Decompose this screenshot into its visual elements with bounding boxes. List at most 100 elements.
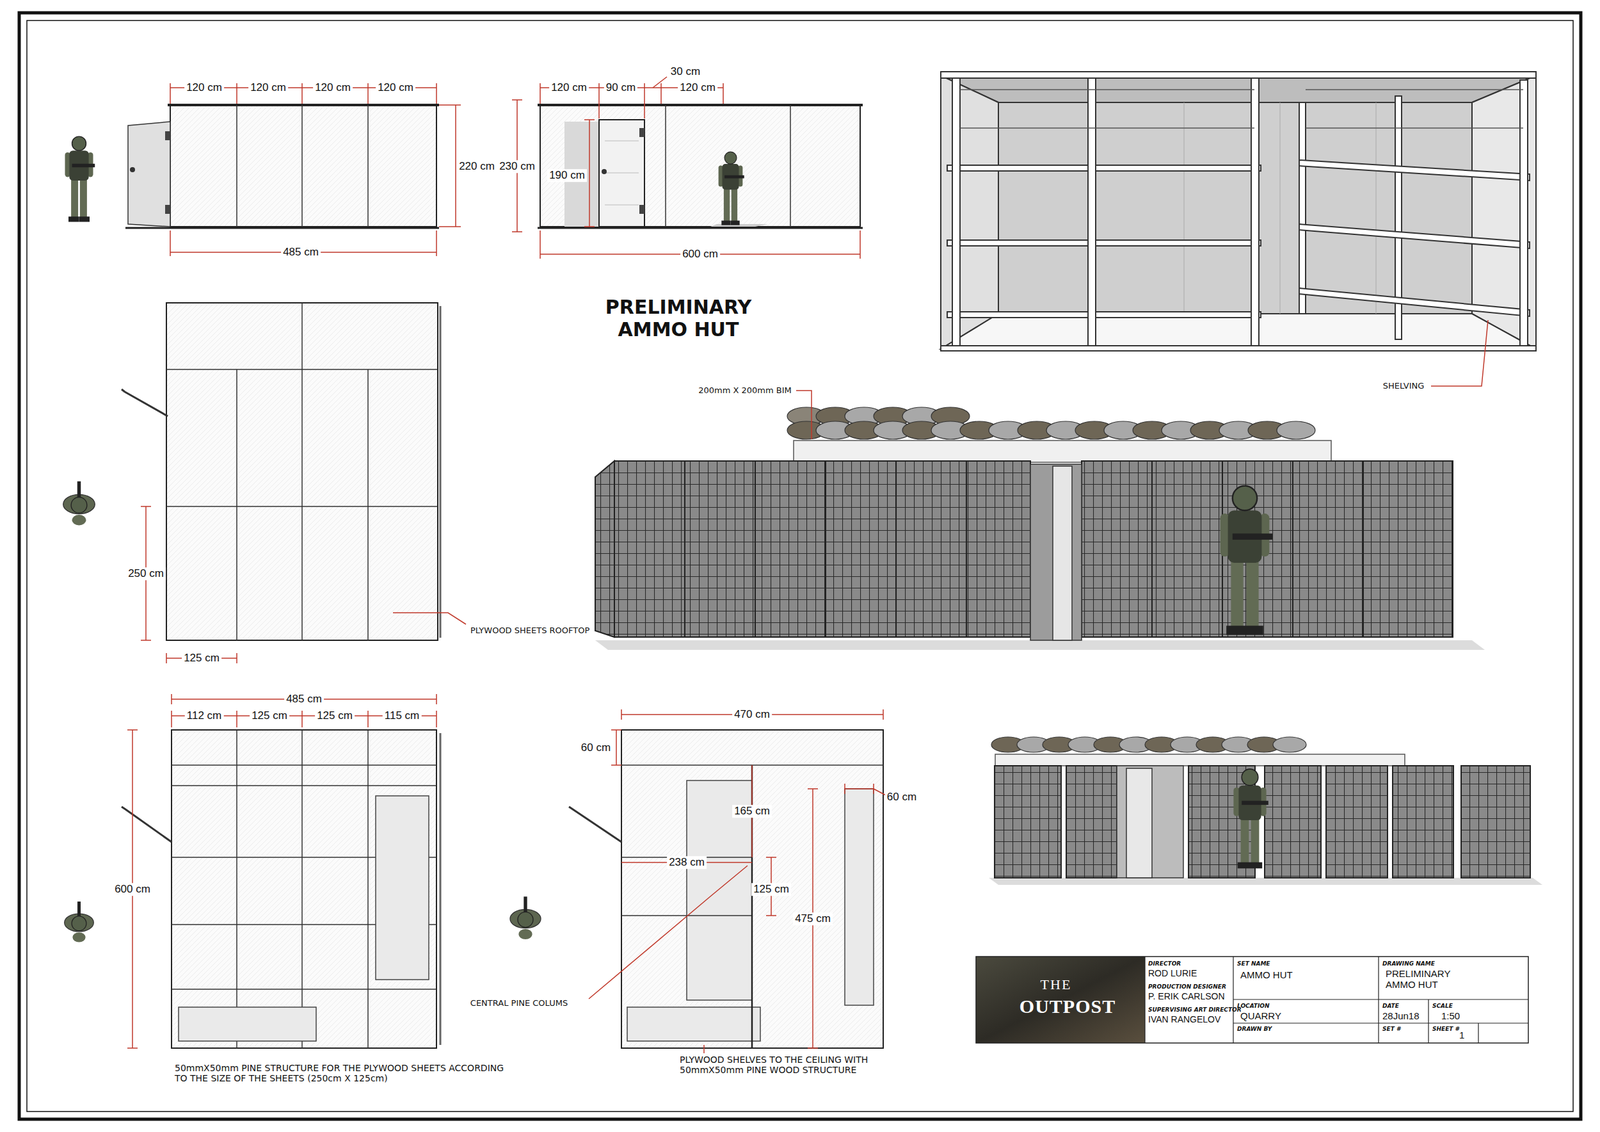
dimension-label: 30 cm: [668, 65, 703, 79]
field-heading: DRAWING NAME: [1382, 960, 1435, 967]
front-elevation: [65, 136, 96, 222]
logo-text: OUTPOST: [1019, 995, 1116, 1018]
dimension-label: 230 cm: [497, 160, 537, 173]
hesco-side-render: [1326, 765, 1388, 878]
hesco-render: [1152, 460, 1223, 637]
floor-plan: [375, 795, 429, 980]
field-heading: SET #: [1382, 1025, 1401, 1032]
dimension-label: 485 cm: [280, 245, 321, 259]
dimension-label: 60 cm: [579, 741, 613, 754]
title-block: [976, 956, 1529, 1043]
dimension-line: [140, 506, 466, 664]
front-elevation: [167, 103, 440, 107]
note-label: PLYWOOD SHELVES TO THE CEILING WITH 50mm…: [678, 1054, 886, 1075]
shelving-render: [960, 89, 1524, 128]
dimension-label: 60 cm: [885, 790, 919, 804]
floor-plan: [171, 729, 437, 1048]
side-elevation: [540, 104, 861, 227]
front-elevation: [129, 167, 136, 173]
note-label: 50mmX50mm PINE STRUCTURE FOR THE PLYWOOD…: [173, 1062, 509, 1083]
field-heading: SHEET #: [1432, 1025, 1460, 1032]
shelving-render: [940, 75, 999, 349]
field-value: ROD LURIE: [1148, 967, 1197, 978]
dimension-label: 120 cm: [375, 81, 416, 95]
dimension-label: 120 cm: [248, 81, 288, 95]
shelving-render: [952, 75, 960, 349]
dimension-label: 470 cm: [732, 707, 772, 721]
hesco-side-render: [1066, 765, 1117, 878]
hesco-render: [1363, 460, 1453, 637]
shelving-render: [940, 71, 1536, 79]
side-elevation: [639, 128, 645, 137]
field-value: P. ERIK CARLSON: [1148, 990, 1225, 1001]
dimension-line: [512, 76, 861, 259]
field-heading: DRAWN BY: [1237, 1025, 1272, 1032]
hesco-side-render: [994, 765, 1531, 878]
dimension-line: [588, 865, 748, 999]
shelving-render: [1299, 102, 1306, 314]
side-elevation: [604, 140, 639, 205]
dimension-label: 90 cm: [604, 81, 638, 95]
field-value: AMMO HUT: [1240, 968, 1293, 980]
field-heading: SCALE: [1432, 1002, 1453, 1009]
roof-plan: [439, 305, 442, 638]
hesco-side-render: [988, 736, 1543, 885]
field-heading: DATE: [1382, 1002, 1400, 1009]
shelving-render: [940, 345, 1536, 351]
dimension-line: [127, 693, 437, 1048]
hesco-render: [595, 640, 1485, 650]
dimension-line: [588, 709, 886, 1053]
field-value: IVAN RANGELOV: [1148, 1013, 1221, 1024]
note-label: SHELVING: [1381, 381, 1426, 392]
side-elevation: [665, 104, 791, 227]
shelving-render: [947, 165, 1261, 171]
dimension-label: 220 cm: [456, 160, 497, 173]
shelving-render: [1520, 80, 1528, 346]
shelving-plan: [627, 1006, 761, 1041]
note-label: PLYWOOD SHEETS ROOFTOP: [469, 625, 594, 636]
floor-plan: [64, 729, 441, 1048]
floor-plan: [439, 732, 442, 1045]
shelving-render: [947, 311, 1261, 318]
dimension-line: [652, 76, 667, 88]
hesco-side-render: [1233, 768, 1268, 868]
dimension-label: 190 cm: [547, 168, 587, 182]
field-heading: SUPERVISING ART DIRECTOR: [1148, 1006, 1242, 1013]
shelving-render: [1299, 224, 1530, 249]
hesco-render: [793, 440, 1332, 463]
roof-plan: [166, 302, 438, 640]
hesco-side-render: [995, 753, 1405, 766]
field-heading: DIRECTOR: [1148, 960, 1181, 967]
front-elevation: [165, 204, 171, 214]
front-elevation: [128, 121, 171, 227]
dimension-label: 485 cm: [284, 692, 324, 706]
hesco-side-render: [1272, 736, 1307, 752]
hesco-side-render: [1126, 768, 1152, 878]
shelving-render: [1088, 75, 1096, 349]
side-elevation: [537, 103, 863, 107]
front-elevation: [170, 104, 437, 227]
hesco-render: [825, 460, 896, 637]
side-elevation: [639, 204, 645, 214]
hesco-side-render: [988, 877, 1543, 885]
shelving-render: [940, 75, 1536, 103]
field-heading: LOCATION: [1237, 1002, 1270, 1009]
front-elevation: [165, 131, 171, 141]
shelving-plan: [568, 806, 622, 842]
dimension-label: 600 cm: [680, 247, 720, 261]
shelving-render: [947, 240, 1261, 246]
sheet-frame: [19, 12, 1581, 1119]
dimension-line: [170, 83, 461, 256]
sheet-title: PRELIMINARY AMMO HUT: [592, 296, 765, 341]
shelving-plan: [621, 729, 884, 1048]
hesco-render: [614, 460, 685, 637]
dimension-label: 125 cm: [314, 709, 355, 722]
dimension-label: 475 cm: [792, 912, 833, 925]
hesco-side-render: [1264, 765, 1321, 878]
dimension-label: 165 cm: [732, 804, 772, 818]
field-value: QUARRY: [1240, 1009, 1282, 1021]
floor-plan: [64, 901, 95, 942]
title-block: [976, 956, 1529, 1043]
dimension-line: [703, 1044, 705, 1053]
